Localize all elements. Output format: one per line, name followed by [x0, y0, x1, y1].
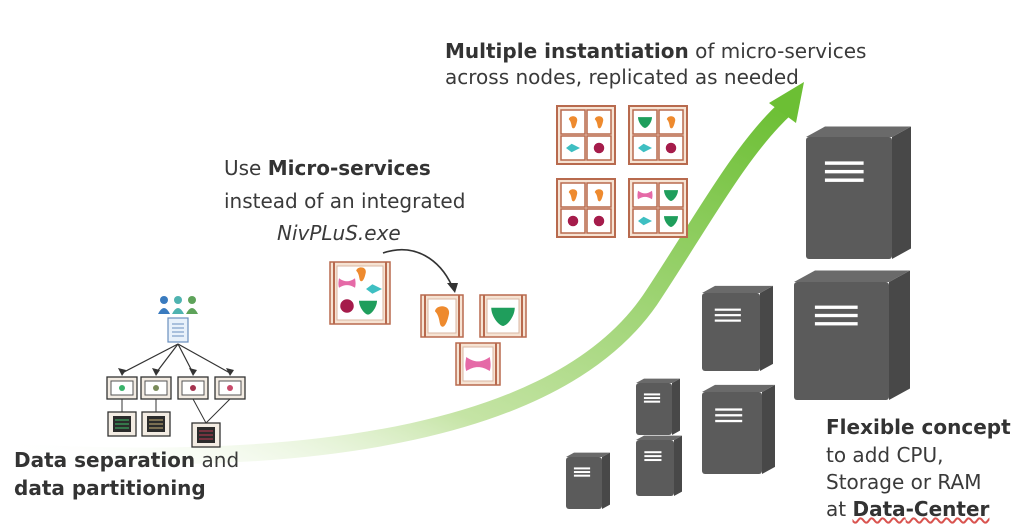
data-separation-caption: Data separation and	[14, 446, 239, 475]
multiple-instantiation-line2: across nodes, replicated as needed	[445, 65, 799, 89]
green-shape	[491, 307, 515, 326]
multiple-instantiation-bold: Multiple instantiation	[445, 39, 689, 63]
instead-text: instead of an integrated	[224, 189, 466, 213]
microservice-box-icon	[455, 342, 501, 386]
partition-database-box	[107, 411, 137, 437]
data-separation-rest: and	[195, 448, 240, 472]
replica-cabinet	[628, 105, 688, 165]
data-partition-tree	[106, 296, 246, 448]
crimson-shape	[593, 142, 605, 154]
exe-filename: NivPLuS.exe	[277, 219, 401, 248]
curved-growth-arrow	[9, 82, 804, 465]
exe-name: NivPLuS.exe	[277, 221, 401, 245]
partition-database-box	[141, 411, 171, 437]
green-shape	[638, 117, 652, 128]
teal-shape	[366, 284, 382, 294]
flex-line2: to add CPU,	[826, 443, 944, 467]
micro-services-caption: Use Micro-services	[224, 154, 431, 183]
integrated-exe-box	[329, 261, 391, 325]
orange-shape	[594, 116, 604, 129]
teal-shape	[566, 143, 580, 153]
microservice-box-icon	[420, 294, 464, 338]
at-text: at	[826, 497, 853, 521]
flex-line3: Storage or RAM	[826, 470, 982, 494]
orange-shape	[434, 306, 450, 327]
multiple-instantiation-caption: Multiple instantiation of micro-services	[445, 37, 866, 66]
flexible-concept-caption: Flexible concept	[826, 413, 1011, 442]
green-shape	[664, 216, 678, 227]
server-tower-icon	[794, 270, 910, 400]
server-tower-icon	[636, 435, 682, 496]
server-tower-icon	[702, 384, 775, 474]
green-shape	[664, 190, 678, 201]
orange-shape	[666, 116, 676, 129]
users-icon	[158, 296, 198, 314]
teal-shape	[638, 143, 652, 153]
replica-cabinet	[628, 178, 688, 238]
crimson-shape	[593, 215, 605, 227]
replica-cabinet	[556, 105, 616, 165]
document-icon	[167, 317, 189, 343]
data-center-bold: Data-Center	[852, 497, 990, 521]
orange-shape	[594, 189, 604, 202]
server-tower-icon	[702, 285, 773, 371]
crimson-shape	[340, 299, 354, 313]
server-cluster	[566, 126, 911, 509]
pink-shape	[637, 190, 653, 200]
green-shape	[359, 300, 377, 315]
pink-shape	[338, 278, 356, 288]
server-tower-icon	[806, 126, 911, 259]
data-partitioning-bold: data partitioning	[14, 476, 206, 500]
server-tower-icon	[566, 452, 610, 509]
teal-shape	[638, 216, 652, 226]
partition-service-box	[214, 376, 246, 400]
replica-cabinet	[556, 178, 616, 238]
partition-service-box	[140, 376, 172, 400]
multiple-instantiation-rest: of micro-services	[688, 39, 867, 63]
data-separation-bold: Data separation	[14, 448, 196, 472]
replicated-microservice-grid	[556, 105, 688, 238]
flexible-concept-bold: Flexible concept	[826, 415, 1011, 439]
integrated-exe-group	[329, 261, 527, 386]
pink-shape	[465, 356, 491, 372]
use-text: Use	[224, 156, 268, 180]
crimson-shape	[567, 215, 579, 227]
data-partitioning-text: data partitioning	[14, 474, 206, 503]
crimson-shape	[665, 142, 677, 154]
orange-shape	[568, 116, 578, 129]
partition-service-box	[177, 376, 209, 400]
flex-line4: at Data-Center	[826, 495, 989, 524]
split-arrow	[382, 248, 458, 293]
partition-service-box	[106, 376, 138, 400]
partition-database-box	[191, 422, 221, 448]
orange-shape	[356, 267, 366, 282]
orange-shape	[568, 189, 578, 202]
microservice-box-icon	[479, 294, 527, 338]
server-tower-icon	[636, 378, 680, 435]
micro-services-bold: Micro-services	[267, 156, 431, 180]
